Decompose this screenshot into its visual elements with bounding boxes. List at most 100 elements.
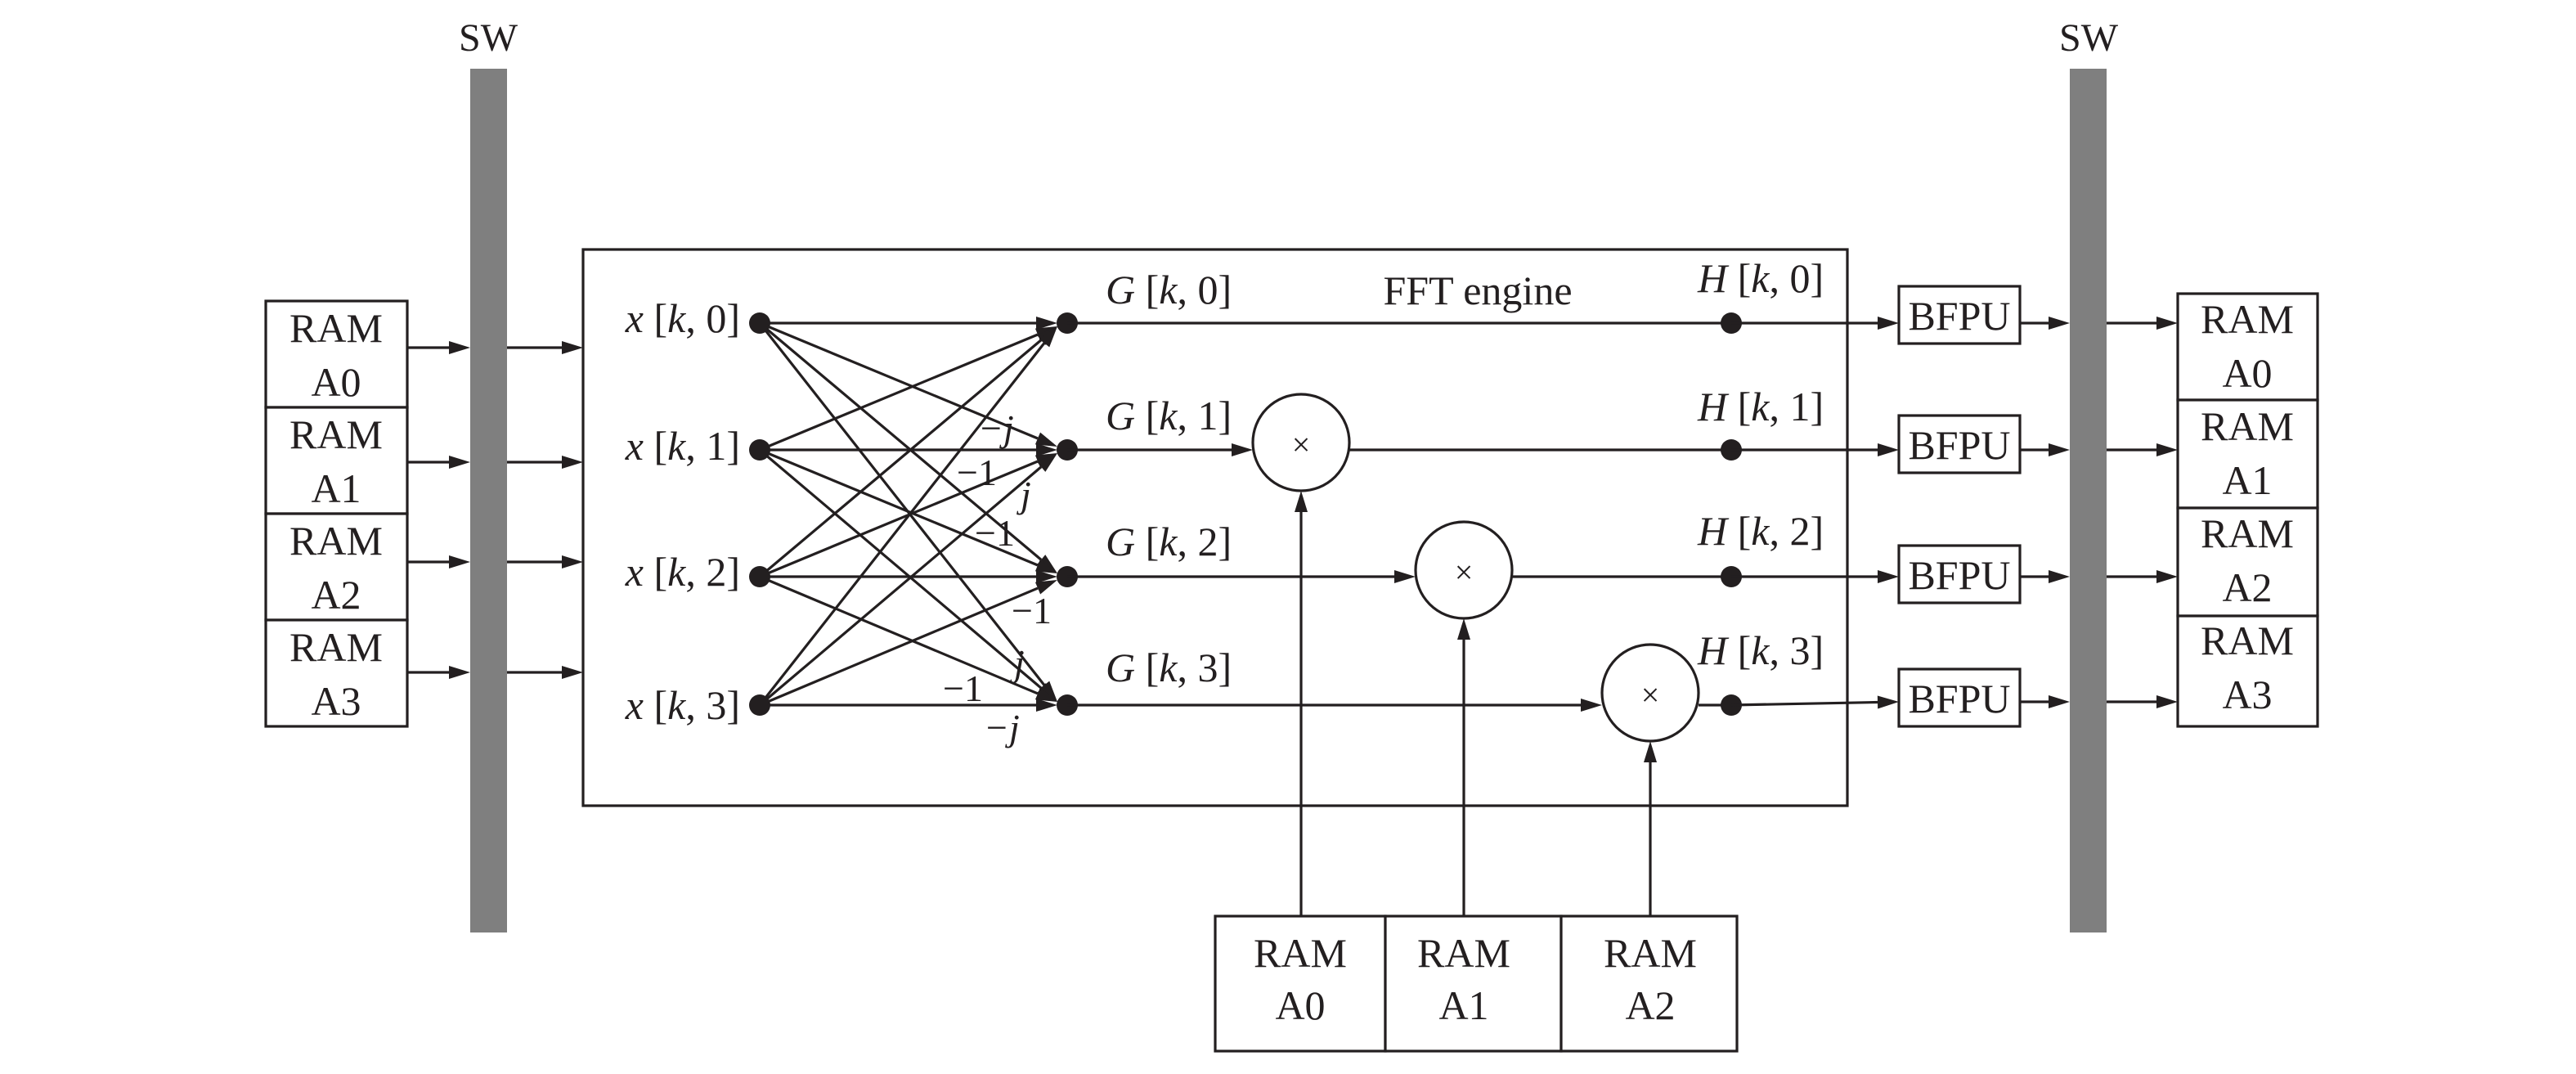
- switch-label-left: SW: [459, 16, 518, 60]
- multipliers: × × ×: [1251, 393, 1700, 743]
- multiply-icon: ×: [1292, 426, 1311, 463]
- ram-to-switch-arrow-head: [449, 666, 470, 679]
- input-ram-a2: [264, 512, 409, 622]
- switch-to-engine-arrow-head: [562, 555, 583, 568]
- switch-to-ram-arrow-head: [2156, 570, 2178, 583]
- twiddle-ram-to-multiplier-arrow-head: [1457, 618, 1470, 640]
- g2-to-multiplier-arrow-head: [1394, 570, 1416, 583]
- butterfly-edge-line: [758, 448, 1043, 690]
- butterfly-edge-head: [1034, 559, 1057, 573]
- butterfly-edge-line: [759, 333, 1039, 452]
- input-ram-a0-line1: RAM: [289, 305, 383, 351]
- multiplier-3: [1600, 643, 1700, 743]
- output-ram-a3-line1: RAM: [2201, 618, 2294, 663]
- multiplier-2: [1414, 520, 1514, 620]
- butterfly-edge-head: [1034, 580, 1057, 595]
- multiplier-1: [1251, 393, 1351, 492]
- butterfly-edge-line: [759, 460, 1039, 578]
- output-arrows: [2020, 317, 2178, 708]
- input-ram-a0-line2: A0: [311, 359, 361, 405]
- butterfly-edge-line: [759, 575, 1039, 695]
- output-ram-a2-line1: RAM: [2201, 510, 2294, 556]
- input-ram-stack: RAM A0 RAM A1 RAM A2 RAM A3: [264, 299, 409, 728]
- butterfly-edge-line: [758, 322, 1046, 686]
- twiddle-ram-a1-line1: RAM: [1417, 930, 1510, 976]
- fft-engine-title: FFT engine: [1383, 267, 1572, 313]
- output-ram-a0-line2: A0: [2222, 350, 2272, 396]
- butterfly-edge-head: [1036, 555, 1057, 573]
- input-node: [749, 439, 770, 461]
- g-label-1: G [k, 1]: [1106, 393, 1232, 438]
- output-ram-a0-line1: RAM: [2201, 296, 2294, 342]
- h-output-labels: H [k, 0] H [k, 1] H [k, 2] H [k, 3]: [1697, 255, 1824, 673]
- switch-bar-right: [2070, 69, 2107, 932]
- bfpu-block-3: [1897, 667, 2022, 728]
- switch-to-engine-arrow-head: [562, 666, 583, 679]
- input-label-x0: x [k, 0]: [625, 295, 740, 341]
- ram-to-switch-arrow-head: [449, 341, 470, 354]
- h-label-0: H [k, 0]: [1697, 255, 1824, 301]
- twiddle-ram-a0-line1: RAM: [1254, 930, 1347, 976]
- g3-to-multiplier-arrow-head: [1581, 699, 1602, 712]
- bfpu-label-1: BFPU: [1908, 422, 2010, 468]
- switch-bar-left: [470, 69, 507, 932]
- h-to-bfpu-arrow-head: [1878, 570, 1899, 583]
- multiply-icon: ×: [1455, 554, 1474, 591]
- h-to-bfpu-arrow-head: [1878, 317, 1899, 330]
- bfpu-label-3: BFPU: [1908, 676, 2010, 721]
- twiddle-label: −1: [975, 512, 1015, 554]
- h-label-3: H [k, 3]: [1697, 627, 1824, 673]
- twiddle-label: −1: [1012, 590, 1052, 631]
- bfpu-to-switch-arrow-head: [2049, 317, 2070, 330]
- input-ram-a2-line1: RAM: [289, 518, 383, 564]
- twiddle-ram-a1-line2: A1: [1438, 982, 1488, 1028]
- twiddle-ram-row: RAM A0 RAM A1 RAM A2: [1214, 914, 1739, 1053]
- bfpu-to-switch-arrow-head: [2049, 695, 2070, 708]
- twiddle-ram-a2: [1560, 914, 1739, 1053]
- twiddle-label: −1: [957, 452, 997, 493]
- butterfly-edge-head: [1036, 443, 1057, 456]
- input-ram-a1-line2: A1: [311, 465, 361, 511]
- output-ram-a2-line2: A2: [2222, 564, 2272, 610]
- butterfly-edge-line: [759, 321, 1039, 440]
- output-ram-a1: [2176, 398, 2319, 510]
- switch-to-engine-arrow-head: [562, 456, 583, 469]
- input-ram-a0: [264, 299, 409, 409]
- twiddle-ram-a2-line1: RAM: [1604, 930, 1697, 976]
- bfpu-block-2: [1897, 544, 2022, 604]
- bfpu-to-switch-arrow-head: [2049, 570, 2070, 583]
- bfpu-to-switch-arrow-head: [2049, 443, 2070, 456]
- ram-to-switch-arrow-head: [449, 456, 470, 469]
- g1-to-multiplier-arrow-head: [1232, 443, 1253, 456]
- multiply-icon: ×: [1641, 676, 1660, 713]
- twiddle-label: −j: [978, 407, 1014, 449]
- input-ram-a3-line1: RAM: [289, 624, 383, 670]
- input-ram-a2-line2: A2: [311, 572, 361, 618]
- butterfly-edge-head: [1036, 699, 1057, 712]
- bfpu-block-1: [1897, 414, 2022, 474]
- output-ram-a1-line1: RAM: [2201, 403, 2294, 449]
- butterfly-network: [749, 312, 1078, 716]
- twiddle-ram-a0: [1214, 914, 1387, 1053]
- fft-engine-box: [581, 248, 1849, 807]
- butterfly-edge-line: [759, 586, 1039, 707]
- input-arrows: [407, 341, 583, 679]
- butterfly-edge-line: [759, 448, 1039, 567]
- h-to-bfpu-arrow-head: [1877, 695, 1899, 709]
- output-ram-a3: [2176, 614, 2319, 728]
- butterfly-edge-head: [1036, 570, 1057, 583]
- butterfly-edge-line: [758, 339, 1043, 578]
- switch-to-engine-arrow-head: [562, 341, 583, 354]
- butterfly-edge-head: [1036, 317, 1057, 330]
- output-ram-a1-line2: A1: [2222, 457, 2272, 503]
- g-label-3: G [k, 3]: [1106, 645, 1232, 690]
- g-label-2: G [k, 2]: [1106, 519, 1232, 564]
- g-output-labels: G [k, 0] G [k, 1] G [k, 2] G [k, 3]: [1106, 267, 1232, 690]
- twiddle-label: j: [1016, 474, 1031, 515]
- input-node: [749, 694, 770, 716]
- input-ram-a1: [264, 406, 409, 515]
- twiddle-ram-a0-line2: A0: [1275, 982, 1325, 1028]
- bfpu-column: BFPU BFPU BFPU BFPU: [1897, 285, 2022, 728]
- input-ram-a3-line2: A3: [311, 678, 361, 724]
